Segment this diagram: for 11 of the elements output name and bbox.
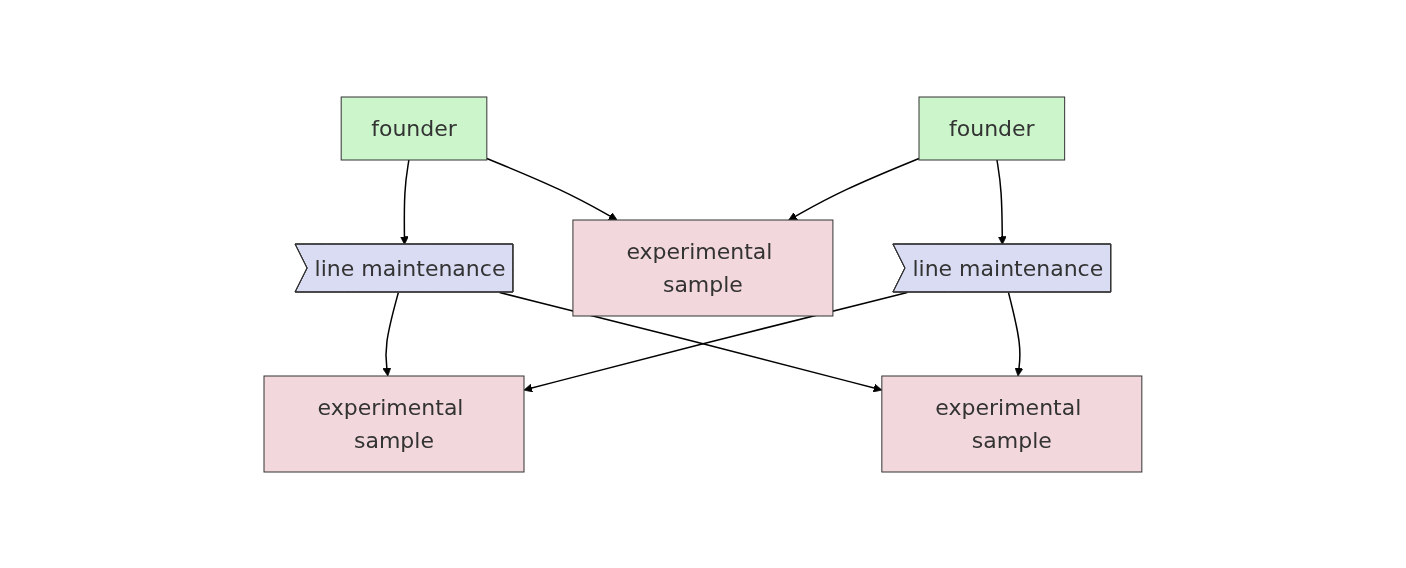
node-box: experimental sample	[263, 375, 525, 472]
arrow	[400, 158, 410, 245]
node-box: experimental sample	[881, 375, 1143, 472]
node-box: experimental sample	[572, 219, 834, 316]
arrow	[788, 157, 920, 220]
node-box: founder	[340, 96, 488, 160]
arrow	[1007, 291, 1024, 376]
arrow	[382, 291, 400, 376]
node-box: founder	[918, 96, 1066, 160]
arrow	[996, 158, 1007, 245]
arrow	[486, 157, 618, 220]
